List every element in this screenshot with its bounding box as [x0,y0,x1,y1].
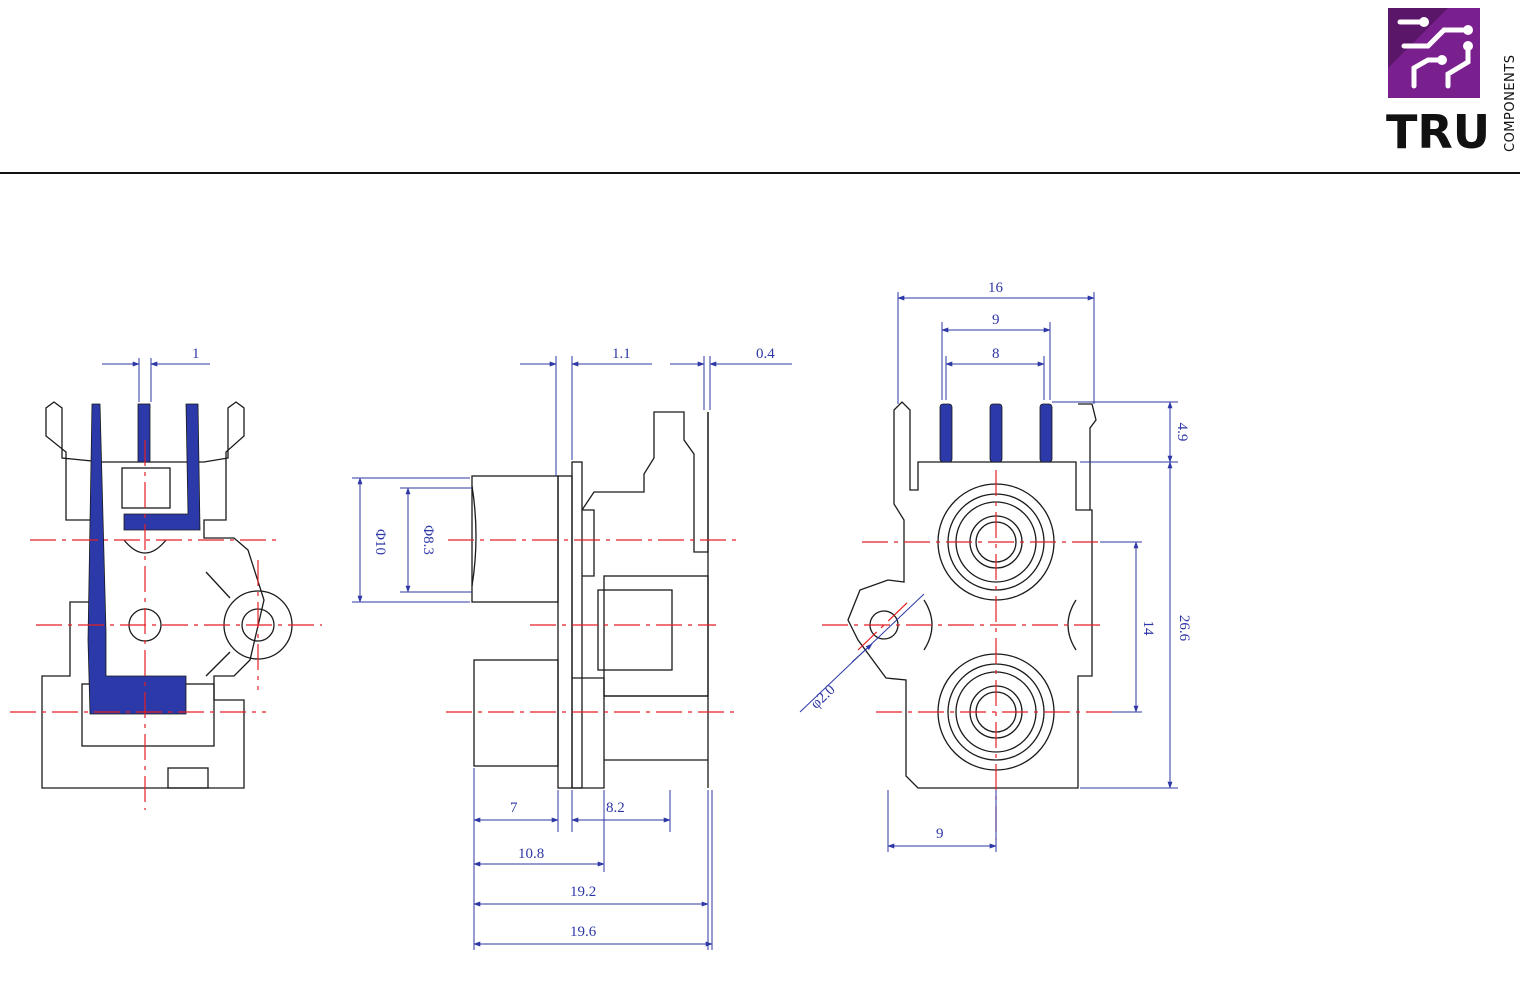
dim-gap-b: 0.4 [756,346,775,362]
right-view-outline [847,401,1097,789]
right-view-dimensions [799,292,1178,852]
dim-width-16: 16 [988,280,1004,296]
dim-width-9: 9 [992,312,1000,328]
left-view-blue-contacts [87,403,201,715]
dim-len-7: 7 [510,800,518,816]
dim-pitch-14: 14 [1140,621,1156,637]
right-view: 16 9 8 4.9 26.6 14 9 φ2.0 [799,280,1192,852]
dim-len-19-2: 19.2 [570,884,596,900]
dim-hole-diameter: φ2.0 [808,682,839,713]
dim-height-26-6: 26.6 [1176,615,1192,642]
dim-height-4-9: 4.9 [1174,423,1190,442]
middle-view: 1.1 0.4 Φ10 Φ8.3 7 8.2 10.8 19.2 19.6 [352,346,792,950]
dim-width-8: 8 [992,346,1000,362]
dim-offset-9: 9 [936,826,944,842]
middle-view-outline [471,411,709,789]
dim-dia-outer: Φ10 [372,529,388,555]
middle-view-centerlines [446,539,736,713]
left-view: 1 [10,346,322,810]
right-view-centerlines [822,470,1112,840]
logo-subtext: COMPONENTS [1503,55,1518,152]
logo-wordmark: TRU [1386,105,1490,154]
dim-len-10-8: 10.8 [518,846,544,862]
tru-components-logo: TRU COMPONENTS [1386,8,1518,154]
left-view-dimensions [102,358,210,402]
header-divider [0,172,1520,174]
dim-len-8-2: 8.2 [606,800,625,816]
left-view-outline [41,401,293,789]
dim-dia-inner: Φ8.3 [420,525,436,555]
middle-view-dimensions [352,356,792,950]
dim-pin-width: 1 [192,346,200,362]
dim-len-19-6: 19.6 [570,924,597,940]
right-view-pins [939,403,1053,463]
left-view-centerlines [10,440,322,810]
dim-gap-a: 1.1 [612,346,631,362]
